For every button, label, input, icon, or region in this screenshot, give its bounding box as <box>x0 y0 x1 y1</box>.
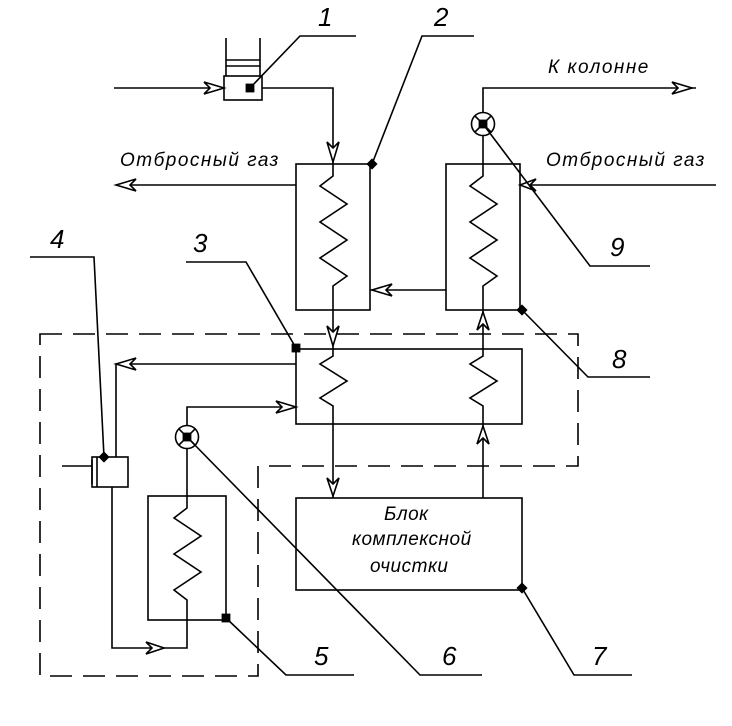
flow-arrows <box>113 81 695 655</box>
leader-lines <box>30 35 650 676</box>
label-waste-gas-left: Отбросный газ <box>120 150 280 171</box>
separator-4 <box>91 456 129 488</box>
number-4: 4 <box>50 224 64 254</box>
block-label-line-1: Блок <box>384 504 429 525</box>
number-8: 8 <box>612 344 627 374</box>
separator-1 <box>223 38 263 101</box>
label-to-column: К колонне <box>548 57 650 78</box>
number-6: 6 <box>442 641 457 671</box>
coil-exchanger-8 <box>468 164 499 310</box>
number-7: 7 <box>592 641 608 671</box>
number-5: 5 <box>314 641 329 671</box>
coil-exchanger-2 <box>318 164 349 310</box>
block-label-line-3: очистки <box>370 556 448 577</box>
dashed-boundary <box>39 333 579 677</box>
coil-exchanger-5 <box>172 496 203 620</box>
coil-exchanger-3-right <box>468 349 499 424</box>
number-9: 9 <box>610 232 624 262</box>
coil-exchanger-3-left <box>318 349 349 424</box>
purification-block-7 <box>295 497 523 591</box>
number-1: 1 <box>318 2 332 32</box>
block-label-line-2: комплексной <box>352 529 472 550</box>
label-waste-gas-right: Отбросный газ <box>546 150 706 171</box>
number-2: 2 <box>433 2 449 32</box>
number-3: 3 <box>193 228 208 258</box>
